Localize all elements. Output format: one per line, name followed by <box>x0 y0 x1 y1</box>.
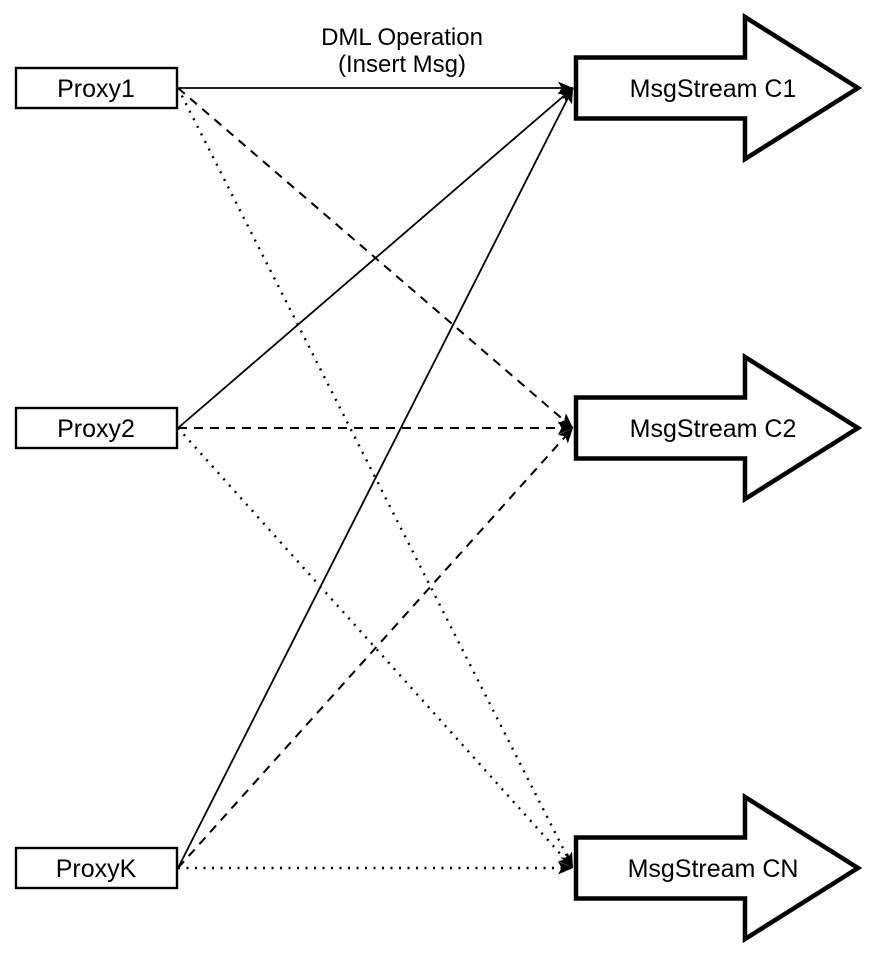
diagram-title-line2: (Insert Msg) <box>338 51 466 78</box>
proxy1-label: Proxy1 <box>57 75 135 103</box>
node-proxyk: ProxyK <box>14 846 179 890</box>
proxy2-box <box>14 406 179 450</box>
edge-proxy1-cn <box>176 87 575 869</box>
node-proxy1: Proxy1 <box>14 66 179 110</box>
msgstream-c2-label: MsgStream C2 <box>630 415 797 443</box>
edge-proxyk-c1 <box>177 87 574 869</box>
proxy2-label: Proxy2 <box>57 415 135 443</box>
node-proxy2: Proxy2 <box>14 406 179 450</box>
node-msgstream-cn: MsgStream CN <box>573 792 863 944</box>
diagram-title-line1: DML Operation <box>321 24 483 51</box>
proxyk-label: ProxyK <box>56 855 137 883</box>
node-msgstream-c1: MsgStream C1 <box>573 12 863 164</box>
edges-layer <box>176 81 575 875</box>
msgstream-cn-label: MsgStream CN <box>628 855 799 883</box>
node-msgstream-c2: MsgStream C2 <box>573 352 863 504</box>
edge-proxyk-c2 <box>177 427 574 869</box>
edge-proxy2-c1 <box>177 87 574 429</box>
proxyk-box <box>14 846 179 890</box>
msgstream-c1-label: MsgStream C1 <box>630 75 797 103</box>
proxy1-box <box>14 66 179 110</box>
msgstream-cn-arrow-shape <box>573 792 863 944</box>
msgstream-c2-arrow-shape <box>573 352 863 504</box>
msgstream-c1-arrow-shape <box>573 12 863 164</box>
